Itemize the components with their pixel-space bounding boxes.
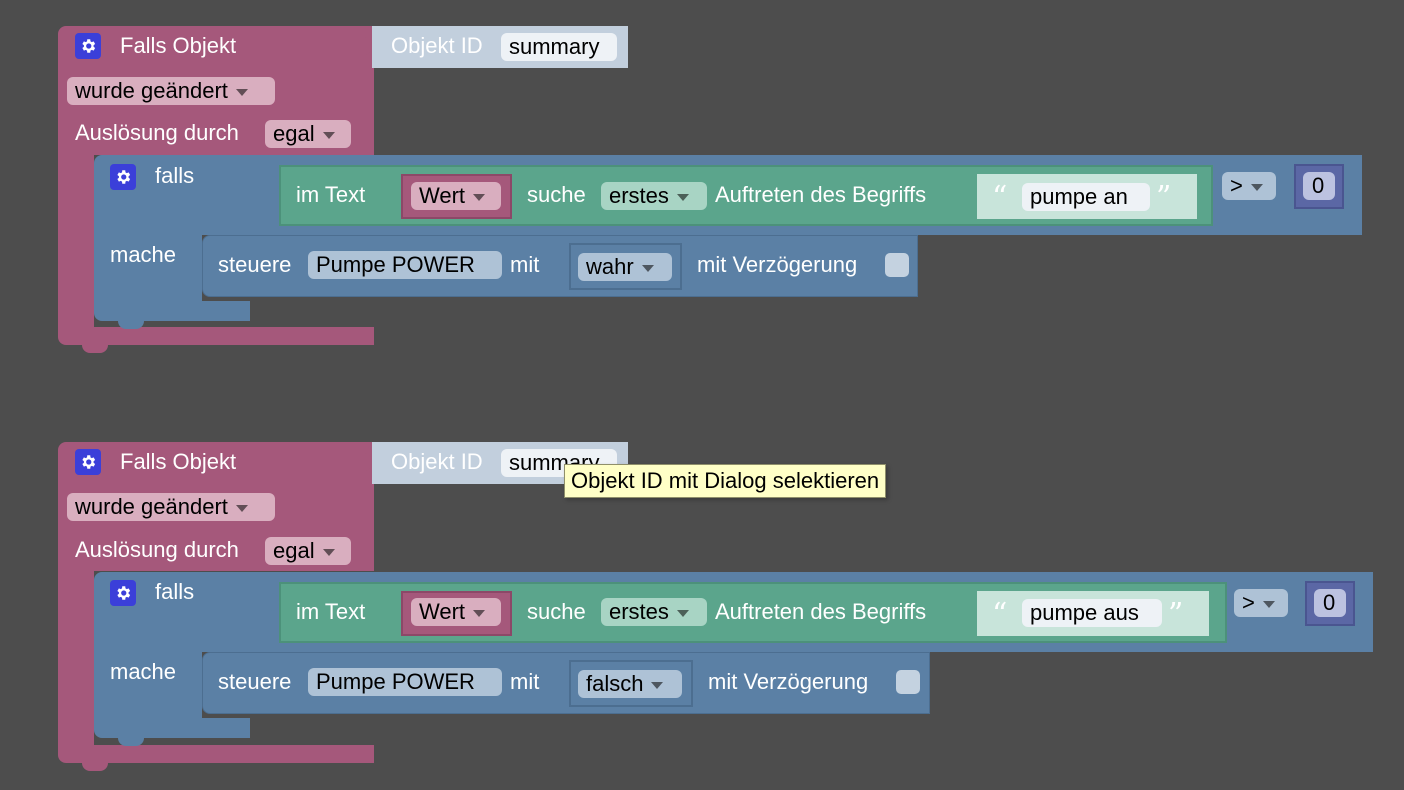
delay-label: mit Verzögerung	[708, 669, 869, 694]
event-block-spine	[58, 571, 94, 745]
objekt-id-label: Objekt ID	[391, 33, 483, 58]
suche-label: suche	[527, 599, 586, 624]
close-quote-icon: ”	[1156, 180, 1172, 215]
search-term-field[interactable]: pumpe an	[1022, 183, 1150, 211]
objekt-id-field[interactable]: summary	[501, 33, 617, 61]
variable-dropdown[interactable]: Wert	[411, 598, 501, 626]
if-block-footer	[94, 301, 250, 321]
operator-dropdown[interactable]: >	[1222, 172, 1276, 200]
compare-value-field[interactable]: 0	[1303, 172, 1335, 200]
if-bottom-notch	[118, 738, 144, 746]
event-block-body[interactable]	[58, 442, 374, 484]
event-bottom-notch	[82, 345, 108, 353]
steuere-label: steuere	[218, 669, 292, 694]
input-socket	[362, 453, 372, 471]
tooltip: Objekt ID mit Dialog selektieren	[564, 464, 887, 498]
occurrence-dropdown[interactable]: erstes	[601, 182, 707, 210]
delay-checkbox[interactable]	[885, 253, 909, 277]
input-socket	[362, 37, 372, 55]
ausloesung-dropdown[interactable]: egal	[265, 120, 351, 148]
event-block-footer	[58, 745, 374, 763]
if-block-spine	[94, 652, 202, 718]
ausloesung-label: Auslösung durch	[75, 537, 239, 562]
bool-dropdown[interactable]: falsch	[578, 670, 682, 698]
im-text-label: im Text	[296, 599, 366, 624]
if-block-spine	[94, 235, 202, 301]
steuere-label: steuere	[218, 252, 292, 277]
auftreten-label: Auftreten des Begriffs	[715, 182, 927, 207]
auftreten-label: Auftreten des Begriffs	[715, 599, 927, 624]
gear-icon[interactable]	[75, 449, 101, 475]
event-block-body[interactable]	[58, 26, 374, 68]
search-term-field[interactable]: pumpe aus	[1022, 599, 1162, 627]
ausloesung-dropdown[interactable]: egal	[265, 537, 351, 565]
event-block-2[interactable]: Falls Objekt Objekt ID summary wurde geä…	[0, 416, 1404, 790]
gear-icon[interactable]	[110, 164, 136, 190]
bool-dropdown[interactable]: wahr	[578, 253, 672, 281]
event-title: Falls Objekt	[120, 33, 237, 58]
event-block-spine	[58, 155, 94, 327]
if-label: falls	[155, 579, 195, 604]
operator-dropdown[interactable]: >	[1234, 589, 1288, 617]
gear-icon[interactable]	[75, 33, 101, 59]
mit-label: mit	[510, 669, 540, 694]
input-socket	[269, 593, 279, 611]
im-text-label: im Text	[296, 182, 366, 207]
occurrence-dropdown[interactable]: erstes	[601, 598, 707, 626]
open-quote-icon: “	[992, 597, 1008, 632]
close-quote-icon: ”	[1168, 597, 1184, 632]
mit-label: mit	[510, 252, 540, 277]
gear-icon[interactable]	[110, 580, 136, 606]
suche-label: suche	[527, 182, 586, 207]
event-block-footer	[58, 327, 374, 345]
objekt-id-field[interactable]: summary	[501, 449, 617, 477]
if-label: falls	[155, 163, 195, 188]
trigger-mode-dropdown[interactable]: wurde geändert	[67, 493, 275, 521]
variable-dropdown[interactable]: Wert	[411, 182, 501, 210]
compare-value-field[interactable]: 0	[1314, 589, 1346, 617]
input-socket	[269, 176, 279, 194]
target-field[interactable]: Pumpe POWER	[308, 668, 502, 696]
ausloesung-label: Auslösung durch	[75, 120, 239, 145]
event-bottom-notch	[82, 763, 108, 771]
trigger-mode-dropdown[interactable]: wurde geändert	[67, 77, 275, 105]
if-bottom-notch	[118, 321, 144, 329]
delay-checkbox[interactable]	[896, 670, 920, 694]
event-title: Falls Objekt	[120, 449, 237, 474]
event-block-1[interactable]: Falls Objekt Objekt ID summary wurde geä…	[0, 0, 1404, 380]
open-quote-icon: “	[992, 180, 1008, 215]
delay-label: mit Verzögerung	[697, 252, 858, 277]
target-field[interactable]: Pumpe POWER	[308, 251, 502, 279]
do-label: mache	[110, 242, 177, 267]
do-label: mache	[110, 659, 177, 684]
if-block-footer	[94, 718, 250, 738]
objekt-id-label: Objekt ID	[391, 449, 483, 474]
